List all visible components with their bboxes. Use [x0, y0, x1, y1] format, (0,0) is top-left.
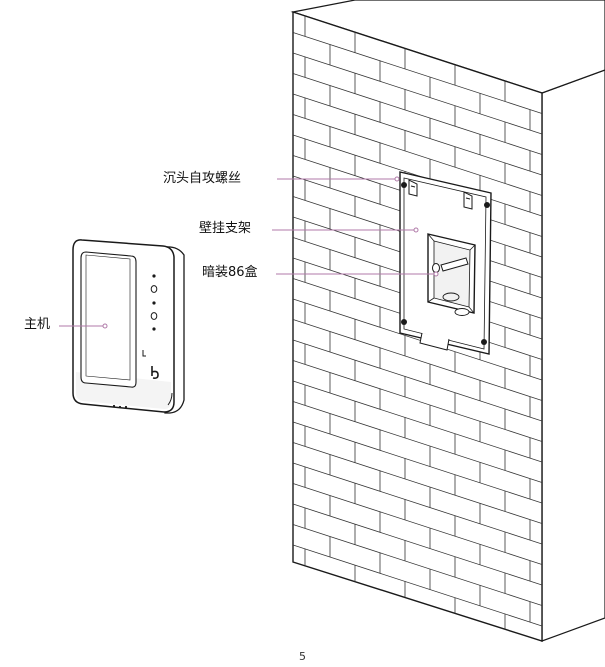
- screw-hole-bottom-right: [481, 339, 487, 345]
- bracket-bottom-tab: [419, 332, 450, 351]
- leader-lines: [59, 176, 439, 329]
- device-screen: [80, 251, 137, 388]
- device-key-icon: [151, 366, 159, 379]
- main-unit-device: [72, 239, 185, 414]
- screw-hole-top-left: [401, 182, 407, 188]
- device-sensor-mid: [152, 301, 156, 305]
- device-indicator-3: [124, 405, 128, 409]
- junction-box-knockout: [442, 292, 460, 302]
- device-indicator-1: [112, 404, 116, 408]
- junction-box-knockout-2: [454, 308, 470, 316]
- device-ir-lens: [150, 312, 158, 320]
- page-number: 5: [299, 650, 306, 663]
- wall-side-face: [541, 69, 605, 642]
- bracket-hook-left: [408, 179, 418, 197]
- screw-hole-top-right: [484, 202, 490, 208]
- junction-box-post-right: [440, 257, 469, 272]
- device-sensor-low: [152, 327, 156, 331]
- junction-box-inner-wall: [433, 240, 471, 308]
- junction-box: [427, 233, 476, 316]
- device-indicator-2: [118, 405, 122, 409]
- screw-hole-bottom-left: [401, 319, 407, 325]
- bracket-hook-right: [463, 191, 473, 210]
- main-unit-label: 主机: [24, 317, 51, 332]
- device-sensor-top: [152, 274, 156, 278]
- countersunk-screw-label: 沉头自攻螺丝: [163, 171, 242, 186]
- bracket-plate-inner: [403, 177, 487, 350]
- device-camera-lens: [150, 285, 158, 293]
- junction-box-post-left: [432, 263, 440, 273]
- device-small-mark: [142, 350, 146, 357]
- wall-bracket-label: 壁挂支架: [199, 221, 252, 236]
- junction-box-label: 暗装86盒: [202, 265, 258, 280]
